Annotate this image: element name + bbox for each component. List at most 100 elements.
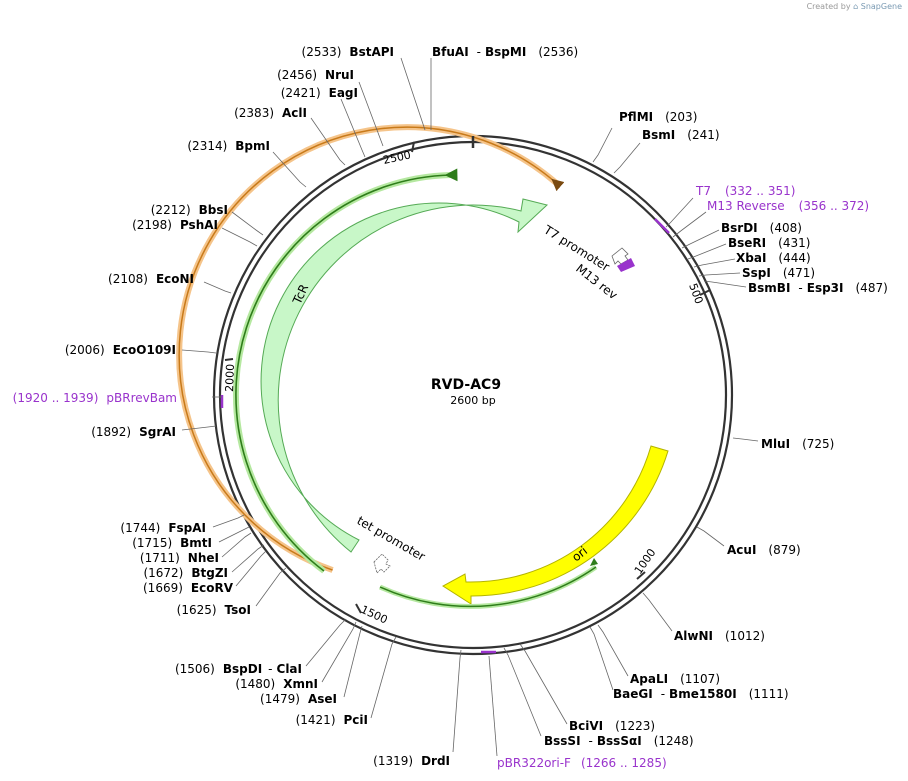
primer-label-m13rev[interactable]: M13 Reverse(356 .. 372) (707, 199, 869, 213)
leader-asei (343, 625, 363, 698)
leader-xmni (321, 621, 357, 683)
site-label-bsssi[interactable]: BssSI-BssSαI(1248) (544, 734, 694, 748)
primer-label-t7[interactable]: T7(332 .. 351) (695, 184, 795, 198)
site-label-asei[interactable]: (1479)AseI (260, 692, 337, 706)
site-label-sspi[interactable]: SspI(471) (742, 266, 815, 280)
primer-label-pbrrevbam[interactable]: (1920 .. 1939)pBRrevBam (13, 391, 177, 405)
leader-bbsi (231, 211, 264, 236)
leader-nhei (221, 532, 252, 558)
ori-green-arc (379, 566, 597, 608)
site-label-alwni[interactable]: AlwNI(1012) (674, 629, 765, 643)
site-label-mlui[interactable]: MluI(725) (761, 437, 834, 451)
right-site-labels: BfuAI-BspMI(2536) PflMI(203) BsmI(241) B… (432, 45, 888, 748)
site-label-acui[interactable]: AcuI(879) (727, 543, 801, 557)
leader-alwni (642, 592, 673, 632)
leader-baegi (589, 626, 614, 691)
site-label-bsmbi[interactable]: BsmBI-Esp3I(487) (748, 281, 888, 295)
left-site-labels: (2533)BstAPI (2456)NruI (2421)EagI (2383… (65, 45, 450, 768)
site-label-bmti[interactable]: (1715)BmtI (132, 536, 212, 550)
site-label-nhei[interactable]: (1711)NheI (140, 551, 219, 565)
leader-bstapi (400, 57, 426, 131)
tick-500-mark (699, 289, 711, 296)
site-label-bfuai[interactable]: BfuAI-BspMI(2536) (432, 45, 578, 59)
site-label-eagi[interactable]: (2421)EagI (281, 86, 358, 100)
site-label-econi[interactable]: (2108)EcoNI (108, 272, 194, 286)
site-label-bspdi[interactable]: (1506)BspDI-ClaI (175, 662, 302, 676)
tcr-feature-arrow[interactable] (260, 198, 549, 553)
green-arc (235, 168, 458, 572)
tick-1000-mark (636, 571, 646, 580)
snapgene-logo-icon: ⌂ (853, 2, 859, 11)
site-label-fspai[interactable]: (1744)FspAI (120, 521, 206, 535)
m13-rev-feature-icon[interactable] (617, 258, 635, 272)
leader-btgzi (231, 544, 265, 573)
leader-bcivi (519, 643, 568, 725)
orange-arc (178, 126, 565, 571)
tet-promoter-label: tet promoter (355, 513, 428, 563)
site-label-bcivi[interactable]: BciVI(1223) (569, 719, 655, 733)
leader-apali (597, 624, 629, 677)
snapgene-credit: Created by ⌂ SnapGene (807, 2, 902, 11)
leader-bseri (687, 243, 727, 260)
leader-fspai (212, 514, 245, 528)
site-label-ecorv[interactable]: (1669)EcoRV (143, 581, 234, 595)
site-label-bbsi[interactable]: (2212)BbsI (151, 203, 228, 217)
leader-nrui (358, 81, 384, 147)
site-label-bsrdi[interactable]: BsrDI(408) (721, 221, 802, 235)
plasmid-name: RVD-AC9 (431, 377, 501, 393)
plasmid-length: 2600 bp (450, 394, 495, 407)
tick-2000: 2000 (223, 364, 237, 392)
leader-pshai (221, 227, 258, 247)
leader-sgrai (181, 425, 217, 431)
t7-primer-mark (654, 218, 670, 234)
ori-green-arrowhead (590, 558, 598, 566)
leader-bsmi (613, 142, 641, 174)
tick-500: 500 (686, 282, 705, 306)
leader-acui (696, 526, 725, 547)
site-label-apali[interactable]: ApaLI(1107) (630, 672, 720, 686)
leader-sspi (698, 272, 741, 277)
site-label-baegi[interactable]: BaeGI-Bme1580I(1111) (613, 687, 789, 701)
leader-pflmi (592, 127, 613, 163)
site-label-acli[interactable]: (2383)AclI (234, 106, 307, 120)
leader-m13rev (672, 211, 707, 238)
credit-brand: SnapGene (860, 2, 902, 11)
site-label-drdi[interactable]: (1319)DrdI (373, 754, 450, 768)
leader-lines (181, 57, 759, 757)
site-label-pshai[interactable]: (2198)PshAI (132, 218, 218, 232)
t7-promoter-label: T7 promoter (541, 222, 612, 274)
site-label-eco0109i[interactable]: (2006)EcoO109I (65, 343, 176, 357)
site-label-sgrai[interactable]: (1892)SgrAI (91, 425, 176, 439)
leader-bpmi (272, 151, 307, 188)
ori-feature-arrow[interactable] (442, 445, 669, 605)
primer-label-pbr322ori[interactable]: pBR322ori-F(1266 .. 1285) (497, 756, 667, 770)
leader-eco0109i (181, 349, 217, 354)
leader-bsrdi (681, 229, 720, 249)
leader-pbr322ori (488, 655, 498, 757)
site-label-pflmi[interactable]: PflMI(203) (619, 110, 697, 124)
leader-xbai (693, 258, 736, 268)
site-label-bsmi[interactable]: BsmI(241) (642, 128, 720, 142)
leader-ecorv (235, 550, 267, 587)
leader-pcii (370, 636, 397, 719)
leader-eagi (340, 98, 366, 158)
leader-bmti (218, 526, 250, 543)
site-label-xbai[interactable]: XbaI(444) (736, 251, 811, 265)
tick-1500-mark (355, 603, 362, 614)
tick-2500: 2500 (382, 148, 412, 167)
leader-econi (203, 281, 232, 294)
site-label-bstapi[interactable]: (2533)BstAPI (302, 45, 394, 59)
site-label-nrui[interactable]: (2456)NruI (277, 68, 354, 82)
site-label-pcii[interactable]: (1421)PciI (296, 713, 368, 727)
leader-bsssi (503, 647, 542, 737)
site-label-xmni[interactable]: (1480)XmnI (235, 677, 318, 691)
leader-mlui (732, 437, 759, 442)
site-label-bpmi[interactable]: (2314)BpmI (187, 139, 270, 153)
tet-promoter-icon (373, 553, 391, 574)
leader-t7 (665, 197, 694, 228)
site-label-btgzi[interactable]: (1672)BtgZI (143, 566, 228, 580)
site-label-bseri[interactable]: BseRI(431) (728, 236, 810, 250)
leader-bspdi (305, 618, 347, 667)
site-label-tsoi[interactable]: (1625)TsoI (177, 603, 251, 617)
